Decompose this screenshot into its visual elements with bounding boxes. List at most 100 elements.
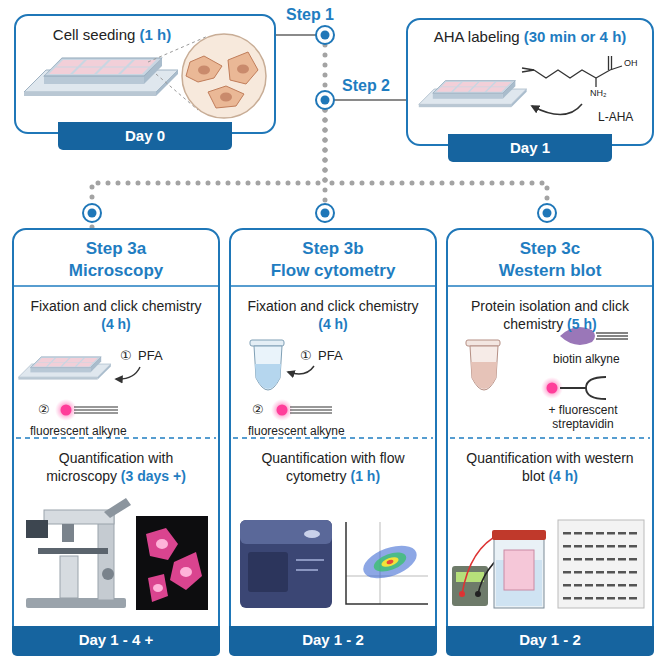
cell-zoom [237, 65, 249, 74]
step-text: Cell seeding [53, 26, 136, 43]
aha-molecule [611, 56, 612, 70]
chamber-slide [24, 58, 178, 96]
fluorescent-alkyne [290, 409, 332, 410]
cell-zoom [228, 52, 258, 84]
cell-zoom [182, 34, 266, 118]
step-marker [321, 31, 330, 40]
fluorescent-alkyne [271, 399, 332, 421]
flow-cytometer [240, 520, 332, 608]
text-line: Step 3c [450, 238, 650, 259]
day-tab: Day 0 [58, 122, 232, 150]
text-line: Quantification with flow cytometry (1 h) [244, 450, 422, 485]
chamber-slide [18, 357, 110, 380]
connector-line [325, 99, 406, 101]
fluorescent-alkyne [74, 412, 118, 413]
text-line: Day 1 - 4 + [12, 626, 220, 654]
text-line: AHA labeling (30 min or 4 h) [412, 28, 648, 47]
cell-zoom [208, 86, 244, 108]
step-marker [543, 209, 552, 218]
callout-number: ① [120, 348, 132, 364]
label-arrow [116, 367, 140, 379]
day-label: Day 1 - 2 [302, 631, 364, 648]
aha-molecule [610, 66, 622, 70]
sample-tube [250, 340, 284, 390]
text-line: Cell seeding (1 h) [32, 26, 192, 45]
microscope [98, 512, 114, 600]
text-line: Protein isolation and click chemistry (5… [454, 298, 646, 333]
sample-tube [255, 364, 281, 389]
duration-text: (30 min or 4 h) [524, 28, 627, 45]
cell-zoom [186, 56, 222, 82]
text-line: Step 3a [16, 238, 216, 259]
day-tab: Day 1 - 2 [229, 626, 437, 656]
step-connector [92, 100, 406, 228]
fluorescence-image [146, 528, 178, 560]
fluorescence-image [136, 516, 208, 610]
aha-molecule [596, 70, 610, 78]
step-box: Cell seeding (1 h)Day 0 [14, 14, 276, 134]
step-marker [316, 204, 334, 222]
text-line: Step 3b [233, 238, 433, 259]
western-blot-apparatus [492, 530, 546, 540]
step-connector [325, 100, 406, 228]
connector-line [325, 99, 406, 101]
duration-text: (1 h) [140, 26, 172, 43]
fluorescent-alkyne [74, 406, 118, 407]
fluorescence-image [153, 584, 163, 592]
chamber-slide [18, 357, 110, 380]
step-label: Step 1 [286, 5, 334, 24]
sample-tube [471, 362, 497, 389]
text-line: Microscopy [16, 260, 216, 281]
fluorescent-streptavidin [541, 377, 606, 399]
fluorescent-alkyne [271, 399, 293, 421]
text-line: Flow cytometry [233, 260, 433, 281]
connector-line [325, 99, 406, 101]
reagent-label: PFA [138, 348, 163, 364]
blot-image [562, 528, 640, 604]
step-text: Step 3c [520, 239, 580, 258]
step-text: Step 3a [86, 239, 146, 258]
microscope [62, 524, 74, 542]
flow-cytometer [296, 569, 318, 571]
fluorescent-alkyne [290, 407, 332, 413]
step-text: Fixation and click chemistry [247, 298, 418, 314]
chem-group: OH [624, 58, 638, 69]
panel-divider [229, 285, 437, 287]
scatter-plot [359, 539, 421, 584]
cell-zoom [198, 66, 210, 75]
scatter-plot [386, 559, 394, 565]
panel-divider [12, 285, 220, 287]
step-text: AHA labeling [434, 28, 520, 45]
panel-divider [446, 285, 654, 287]
text-line: Quantification with western blot (4 h) [466, 450, 634, 485]
sample-tube [466, 340, 500, 390]
callout-number: ② [38, 402, 50, 418]
microscope [104, 498, 131, 518]
chem-group: NH₂ [590, 88, 607, 99]
chamber-slide [419, 81, 527, 108]
step-marker [316, 26, 334, 44]
fluorescent-alkyne [74, 407, 118, 413]
aha-molecule [608, 56, 609, 70]
sample-tube [470, 346, 498, 390]
flow-cytometer [248, 552, 288, 592]
cell-zoom [220, 93, 232, 102]
scatter-plot [346, 522, 428, 604]
text-line: Western blot [450, 260, 650, 281]
step-text: Protein isolation and click chemistry [471, 298, 629, 332]
text-line: Day 1 - 2 [446, 626, 654, 654]
step-marker [83, 204, 101, 222]
step-marker [538, 204, 556, 222]
fluorescent-alkyne [74, 409, 118, 410]
fluorescence-image [170, 552, 202, 590]
sample-tube [250, 340, 284, 346]
day-label: Day 1 - 4 + [79, 631, 154, 648]
step-text: Flow cytometry [271, 261, 396, 280]
microscope [44, 510, 114, 524]
molecule-name: L-AHA [598, 110, 633, 124]
western-blot-apparatus [504, 550, 534, 590]
aha-molecule [522, 56, 622, 87]
duration-text: (3 days +) [121, 468, 186, 484]
